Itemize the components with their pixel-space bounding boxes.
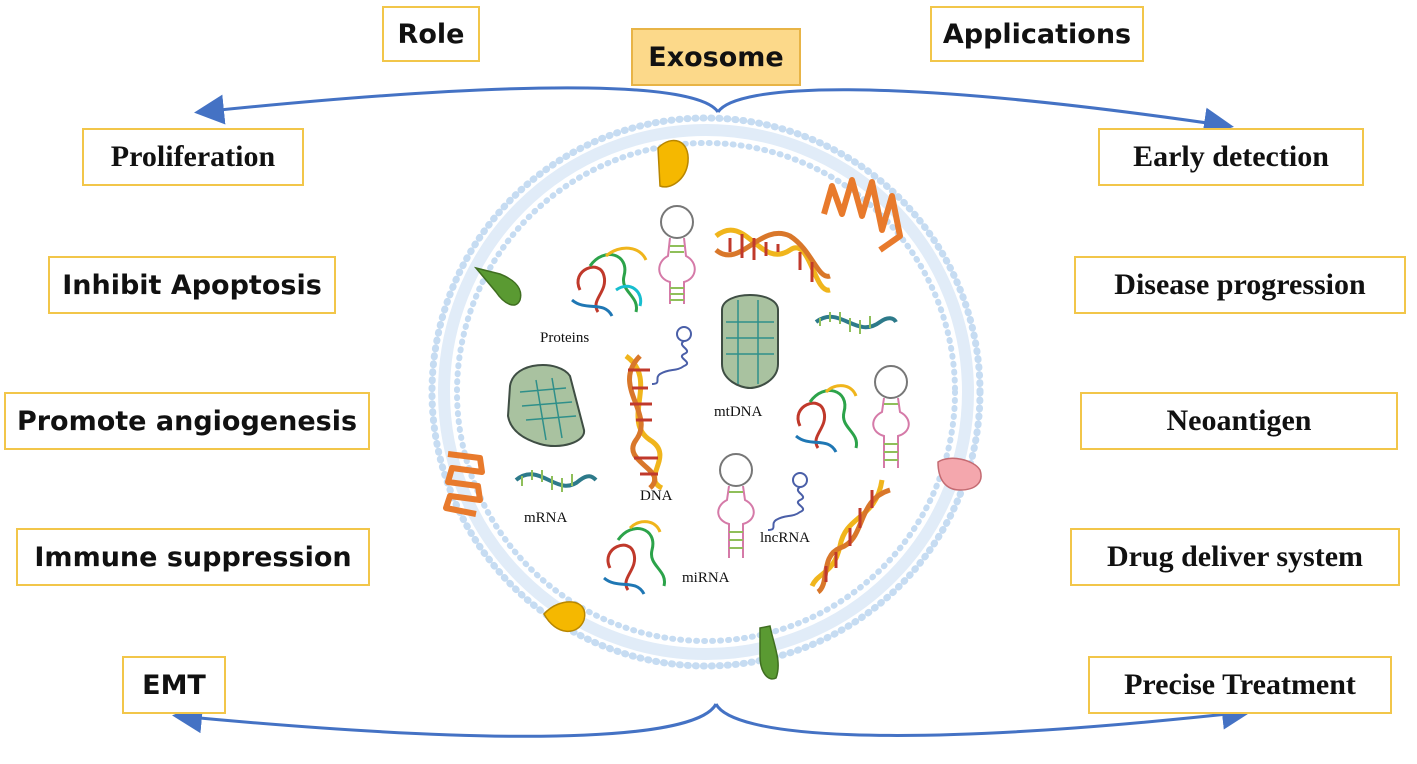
role-arrow-bottom xyxy=(172,703,718,738)
application-item-label: Disease progression xyxy=(1114,268,1366,301)
proteins-label: Proteins xyxy=(540,330,589,346)
dna-helix-icon xyxy=(714,227,831,293)
hairpin-rna-icon xyxy=(872,365,910,468)
protein-structure-icon xyxy=(571,246,648,317)
role-item-inhibit-apoptosis: Inhibit Apoptosis xyxy=(48,256,336,314)
applications-heading-box: Applications xyxy=(930,6,1144,62)
role-item-emt: EMT xyxy=(122,656,226,714)
applications-arrow-top xyxy=(716,88,1234,138)
capsule-vesicle-icon xyxy=(506,364,585,448)
mirna-label: miRNA xyxy=(682,570,730,586)
application-item-drug-deliver-system: Drug deliver system xyxy=(1070,528,1400,586)
application-item-label: Neoantigen xyxy=(1166,404,1312,437)
pink-membrane-protein xyxy=(937,457,982,491)
application-item-early-detection: Early detection xyxy=(1098,128,1364,186)
hairpin-rna-icon xyxy=(658,205,696,304)
dna-label: DNA xyxy=(640,488,673,504)
application-item-label: Precise Treatment xyxy=(1124,668,1356,701)
protein-structure-icon xyxy=(795,384,858,453)
lncrna-coil-icon xyxy=(767,472,808,531)
application-item-precise-treatment: Precise Treatment xyxy=(1088,656,1392,714)
mrna-label: mRNA xyxy=(524,510,568,526)
dna-helix-icon xyxy=(624,353,664,491)
role-item-label: Proliferation xyxy=(110,140,276,173)
yellow-membrane-protein xyxy=(657,139,689,188)
lncrna-coil-icon xyxy=(651,326,692,385)
green-membrane-protein xyxy=(473,266,522,306)
role-item-label: Inhibit Apoptosis xyxy=(62,269,322,301)
exosome-title: Exosome xyxy=(648,41,784,73)
mrna-strand-icon xyxy=(514,470,598,492)
role-item-promote-angiogenesis: Promote angiogenesis xyxy=(4,392,370,450)
role-heading-box: Role xyxy=(382,6,480,62)
role-heading: Role xyxy=(397,18,465,50)
green-membrane-protein xyxy=(759,625,779,680)
application-item-neoantigen: Neoantigen xyxy=(1080,392,1398,450)
yellow-membrane-protein xyxy=(543,601,586,633)
capsule-vesicle-icon xyxy=(721,294,779,390)
exosome-membrane xyxy=(428,114,984,670)
application-item-label: Drug deliver system xyxy=(1106,540,1364,573)
role-item-label: Promote angiogenesis xyxy=(16,405,358,437)
applications-heading: Applications xyxy=(942,18,1132,50)
mtdna-label: mtDNA xyxy=(714,404,763,420)
orange-transmembrane-protein xyxy=(821,177,903,253)
mrna-strand-icon xyxy=(814,312,898,334)
protein-structure-icon xyxy=(603,520,666,595)
exosome-title-box: Exosome xyxy=(631,28,801,86)
hairpin-rna-icon xyxy=(717,453,755,558)
orange-transmembrane-protein xyxy=(443,451,485,517)
applications-arrow-bottom xyxy=(714,699,1252,737)
lncrna-label: lncRNA xyxy=(760,530,810,546)
role-item-label: EMT xyxy=(142,669,206,701)
application-item-label: Early detection xyxy=(1133,140,1329,173)
application-item-disease-progression: Disease progression xyxy=(1074,256,1406,314)
dna-helix-icon xyxy=(809,479,891,595)
role-item-proliferation: Proliferation xyxy=(82,128,304,186)
role-arrow-top xyxy=(194,86,720,125)
role-item-immune-suppression: Immune suppression xyxy=(16,528,370,586)
role-item-label: Immune suppression xyxy=(34,541,352,573)
